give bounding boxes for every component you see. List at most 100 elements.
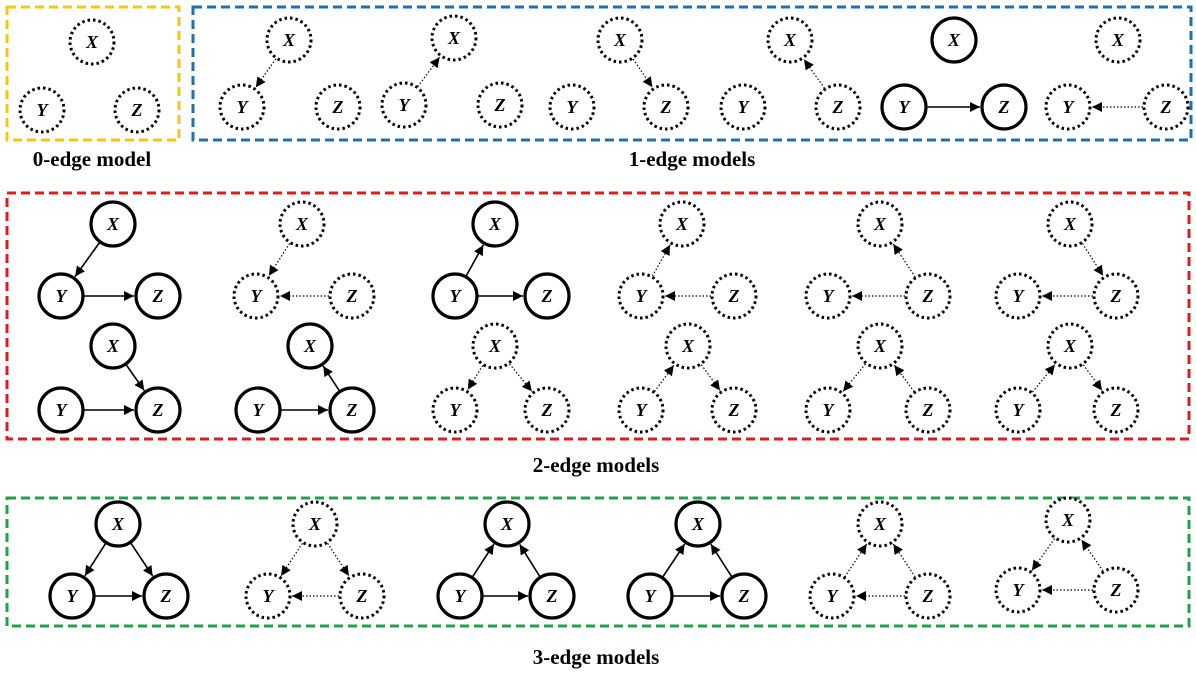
node-label-y: Y bbox=[450, 286, 463, 306]
caption-1-edge: 1-edge models bbox=[629, 147, 756, 171]
edge-x-to-y bbox=[255, 58, 277, 88]
edge-y-to-x bbox=[417, 56, 441, 87]
node-label-x: X bbox=[488, 336, 502, 356]
node-label-z: Z bbox=[922, 400, 934, 420]
node-label-x: X bbox=[106, 336, 120, 356]
node-label-x: X bbox=[1111, 30, 1125, 50]
node-z bbox=[1092, 386, 1140, 434]
node-label-y: Y bbox=[738, 97, 751, 117]
node-z bbox=[328, 386, 376, 434]
node-label-z: Z bbox=[922, 586, 934, 606]
node-label-x: X bbox=[873, 214, 887, 234]
node-label-x: X bbox=[447, 28, 461, 48]
node-z bbox=[904, 272, 952, 320]
node-z bbox=[134, 386, 182, 434]
node-z bbox=[1092, 566, 1140, 614]
node-label-y: Y bbox=[899, 97, 912, 117]
edge-x-to-y bbox=[74, 242, 101, 277]
node-x bbox=[1094, 16, 1142, 64]
node-z bbox=[814, 83, 862, 131]
node-x bbox=[291, 500, 339, 548]
node-label-y: Y bbox=[237, 97, 250, 117]
node-label-z: Z bbox=[660, 97, 672, 117]
model-two-9: X Y Z bbox=[232, 200, 376, 320]
edge-x-to-z bbox=[1082, 364, 1103, 391]
node-z bbox=[113, 86, 161, 134]
node-label-z: Z bbox=[356, 586, 368, 606]
node-label-y: Y bbox=[450, 400, 463, 420]
node-label-y: Y bbox=[1013, 580, 1026, 600]
node-x bbox=[94, 500, 142, 548]
caption-0-edge: 0-edge model bbox=[33, 147, 152, 171]
node-x bbox=[856, 200, 904, 248]
node-z bbox=[523, 386, 571, 434]
edge-x-to-z bbox=[130, 542, 154, 577]
node-label-x: X bbox=[111, 514, 125, 534]
node-label-x: X bbox=[1063, 336, 1077, 356]
node-label-z: Z bbox=[346, 286, 358, 306]
edge-x-to-z bbox=[509, 363, 533, 392]
frame-1-edge bbox=[191, 5, 1193, 142]
edge-x-to-y bbox=[84, 542, 107, 577]
node-x bbox=[1044, 496, 1092, 544]
node-label-z: Z bbox=[728, 400, 740, 420]
node-label-z: Z bbox=[1110, 580, 1122, 600]
node-label-y: Y bbox=[263, 586, 276, 606]
node-y bbox=[548, 83, 596, 131]
node-label-x: X bbox=[873, 514, 887, 534]
node-z bbox=[314, 83, 362, 131]
frame-2-edge bbox=[5, 191, 1191, 441]
edge-x-to-z bbox=[125, 364, 145, 391]
node-label-x: X bbox=[691, 514, 705, 534]
node-label-z: Z bbox=[131, 100, 143, 120]
model-three-21: X Y Z bbox=[244, 500, 386, 620]
node-label-z: Z bbox=[922, 286, 934, 306]
node-z bbox=[528, 572, 576, 620]
node-z bbox=[328, 272, 376, 320]
node-x bbox=[430, 14, 478, 62]
node-z bbox=[142, 572, 190, 620]
node-label-y: Y bbox=[67, 586, 80, 606]
node-x bbox=[1046, 200, 1094, 248]
node-label-y: Y bbox=[253, 400, 266, 420]
node-x bbox=[658, 200, 706, 248]
node-y bbox=[1044, 83, 1092, 131]
edge-z-to-x bbox=[893, 364, 915, 392]
node-y bbox=[617, 386, 665, 434]
node-x bbox=[596, 16, 644, 64]
node-y bbox=[808, 572, 856, 620]
node-label-x: X bbox=[282, 30, 296, 50]
node-x bbox=[483, 500, 531, 548]
node-label-z: Z bbox=[832, 97, 844, 117]
edge-x-to-y bbox=[842, 363, 866, 392]
node-label-y: Y bbox=[455, 586, 468, 606]
edge-x-to-z bbox=[632, 58, 653, 88]
node-y bbox=[804, 386, 852, 434]
node-label-y: Y bbox=[251, 286, 264, 306]
node-x bbox=[278, 200, 326, 248]
node-label-x: X bbox=[675, 214, 689, 234]
edge-x-to-z bbox=[700, 364, 721, 391]
node-label-x: X bbox=[783, 30, 797, 50]
node-label-y: Y bbox=[1013, 286, 1026, 306]
edge-y-to-x bbox=[654, 364, 675, 392]
edge-y-to-x bbox=[662, 543, 686, 578]
frame-3-edge bbox=[5, 496, 1191, 628]
node-z bbox=[338, 572, 386, 620]
node-y bbox=[380, 81, 428, 129]
node-z bbox=[476, 81, 524, 129]
edge-x-to-z bbox=[327, 542, 350, 577]
node-label-x: X bbox=[308, 514, 322, 534]
node-label-x: X bbox=[295, 214, 309, 234]
node-z bbox=[904, 572, 952, 620]
node-label-z: Z bbox=[1160, 97, 1172, 117]
node-y bbox=[804, 272, 852, 320]
